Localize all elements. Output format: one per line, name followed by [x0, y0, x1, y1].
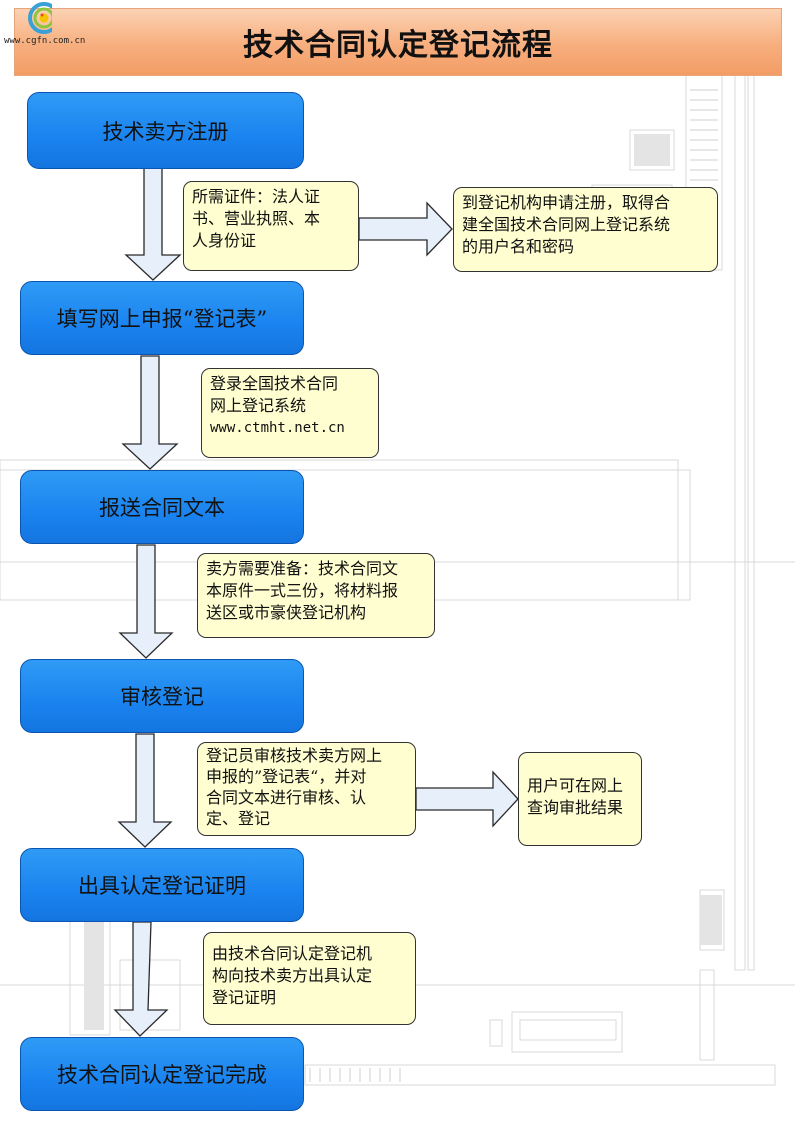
- note-line: 到登记机构申请注册，取得合: [462, 193, 671, 212]
- note-line: 用户可在网上: [527, 776, 624, 795]
- note-line: 登记证明: [212, 988, 277, 1007]
- step-review-registration: 审核登记: [20, 659, 304, 733]
- note-line: 建全国技术合同网上登记系统: [462, 215, 671, 234]
- note-required-documents: 所需证件：法人证 书、营业执照、本 人身份证: [183, 181, 359, 271]
- note-line: 网上登记系统: [210, 396, 307, 415]
- note-line: 登记员审核技术卖方网上: [206, 746, 383, 765]
- note-line: 卖方需要准备：技术合同文: [206, 559, 399, 578]
- note-line: 查询审批结果: [527, 798, 624, 817]
- step-online-form: 填写网上申报“登记表”: [20, 281, 304, 355]
- note-line: 合同文本进行审核、认: [206, 788, 367, 807]
- note-line: 由技术合同认定登记机: [212, 944, 373, 963]
- note-line: 本原件一式三份，将材料报: [206, 581, 399, 600]
- note-line: 构向技术卖方出具认定: [212, 966, 373, 985]
- step-label: 报送合同文本: [99, 496, 225, 520]
- note-line: 所需证件：法人证: [192, 187, 321, 206]
- down-arrow-2: [121, 355, 179, 470]
- system-url: www.ctmht.net.cn: [210, 420, 345, 436]
- note-seller-preparation: 卖方需要准备：技术合同文 本原件一式三份，将材料报 送区或市豪侠登记机构: [197, 553, 435, 638]
- down-arrow-4: [117, 733, 173, 848]
- right-arrow-register: [358, 201, 453, 257]
- note-apply-registration: 到登记机构申请注册，取得合 建全国技术合同网上登记系统 的用户名和密码: [453, 187, 718, 272]
- note-line: 人身份证: [192, 231, 257, 250]
- step-label: 技术合同认定登记完成: [57, 1063, 267, 1087]
- step-issue-certificate: 出具认定登记证明: [20, 848, 304, 922]
- note-login-system: 登录全国技术合同 网上登记系统 www.ctmht.net.cn: [201, 368, 379, 458]
- step-seller-registration: 技术卖方注册: [27, 92, 304, 169]
- down-arrow-1: [124, 166, 182, 281]
- note-line: 定、登记: [206, 809, 271, 828]
- logo-url: www.cgfn.com.cn: [4, 36, 86, 46]
- note-certificate-issuance: 由技术合同认定登记机 构向技术卖方出具认定 登记证明: [203, 932, 416, 1025]
- title-banner: 技术合同认定登记流程: [14, 8, 782, 76]
- step-label: 技术卖方注册: [102, 119, 229, 144]
- note-query-results: 用户可在网上 查询审批结果: [518, 752, 642, 846]
- note-line: 申报的”登记表“，并对: [206, 767, 367, 786]
- swirl-logo-icon: [28, 2, 60, 34]
- note-review-details: 登记员审核技术卖方网上 申报的”登记表“，并对 合同文本进行审核、认 定、登记: [197, 742, 416, 836]
- step-label: 审核登记: [120, 685, 204, 709]
- down-arrow-3: [118, 544, 174, 659]
- step-label: 出具认定登记证明: [78, 874, 246, 898]
- right-arrow-query: [415, 770, 519, 828]
- note-line: 送区或市豪侠登记机构: [206, 603, 367, 622]
- site-logo: www.cgfn.com.cn: [2, 2, 102, 50]
- note-line: 登录全国技术合同: [210, 374, 339, 393]
- note-line: 的用户名和密码: [462, 237, 575, 256]
- step-label: 填写网上申报“登记表”: [56, 307, 268, 331]
- step-complete: 技术合同认定登记完成: [20, 1037, 304, 1111]
- note-line: 书、营业执照、本: [192, 209, 321, 228]
- step-submit-contract: 报送合同文本: [20, 470, 304, 544]
- page-title: 技术合同认定登记流程: [243, 28, 553, 63]
- down-arrow-5: [113, 921, 169, 1037]
